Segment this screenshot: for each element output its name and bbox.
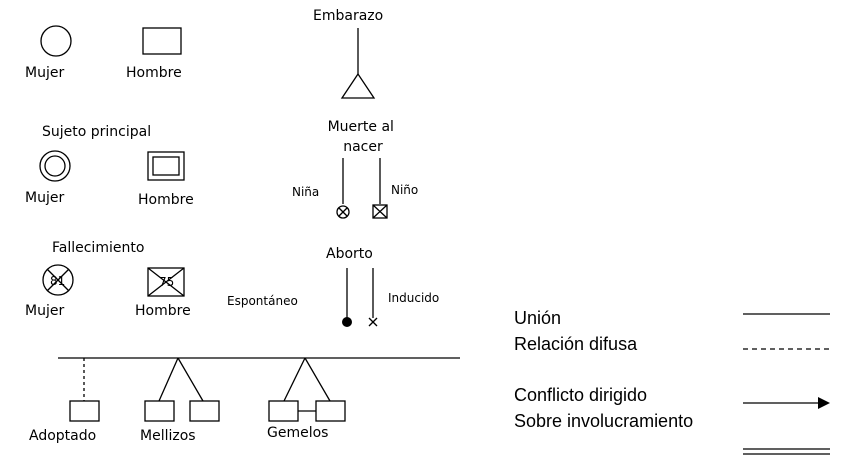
fraternal-twins-right-line bbox=[177, 357, 204, 402]
legend-diffuse-label: Relación difusa bbox=[514, 334, 638, 354]
identical-twins-right-line bbox=[304, 357, 331, 402]
fraternal-twins-left-line bbox=[158, 357, 179, 402]
principal-female-label: Mujer bbox=[25, 190, 64, 206]
deceased-title: Fallecimiento bbox=[52, 240, 144, 256]
female-label: Mujer bbox=[25, 65, 64, 81]
abortion-title: Aborto bbox=[326, 246, 373, 262]
stillbirth-title-line-2: nacer bbox=[343, 139, 383, 155]
identical-twins-left-line bbox=[283, 357, 306, 402]
principal-male-inner bbox=[152, 156, 180, 176]
fraternal-twin-1 bbox=[144, 400, 175, 422]
stillbirth-boy-symbol bbox=[372, 204, 388, 219]
stillbirth-title-line-1: Muerte al bbox=[328, 119, 394, 135]
deceased-female-age: 81 bbox=[50, 274, 65, 288]
legend-overinvolvement-label: Sobre involucramiento bbox=[514, 411, 693, 431]
legend-union-label: Unión bbox=[514, 308, 561, 328]
stillbirth-girl-label: Niña bbox=[292, 185, 319, 199]
stillbirth-boy-cross-2 bbox=[372, 204, 388, 219]
stillbirth-girl-symbol bbox=[336, 205, 350, 219]
deceased-female-label: Mujer bbox=[25, 303, 64, 319]
principal-title: Sujeto principal bbox=[42, 124, 151, 140]
principal-female-outer bbox=[39, 150, 71, 182]
stillbirth-girl-cross-2 bbox=[338, 207, 348, 217]
fraternal-twins-label: Mellizos bbox=[140, 428, 196, 444]
principal-female-inner bbox=[44, 155, 66, 177]
deceased-female-symbol bbox=[42, 264, 74, 296]
adopted-label: Adoptado bbox=[29, 428, 96, 444]
identical-twin-1 bbox=[268, 400, 299, 422]
deceased-male-cross-2 bbox=[147, 267, 185, 297]
induced-label: Inducido bbox=[388, 291, 439, 305]
adopted-symbol bbox=[69, 400, 100, 422]
spontaneous-dot bbox=[342, 317, 352, 327]
pregnancy-title: Embarazo bbox=[313, 8, 383, 24]
identical-twin-2 bbox=[315, 400, 346, 422]
induced-cross-2 bbox=[368, 317, 378, 327]
legend-arrow-head bbox=[818, 397, 830, 409]
deceased-male-symbol bbox=[147, 267, 185, 297]
male-symbol bbox=[142, 27, 182, 55]
principal-male-outer bbox=[147, 151, 185, 181]
male-label: Hombre bbox=[126, 65, 182, 81]
female-symbol bbox=[40, 25, 72, 57]
identical-twins-label: Gemelos bbox=[267, 425, 328, 441]
pregnancy-triangle bbox=[340, 72, 376, 99]
deceased-female-cross-2 bbox=[46, 268, 70, 292]
deceased-male-age: 75 bbox=[159, 275, 174, 289]
legend-directed-conflict-label: Conflicto dirigido bbox=[514, 385, 647, 405]
deceased-male-label: Hombre bbox=[135, 303, 191, 319]
stillbirth-boy-label: Niño bbox=[391, 183, 418, 197]
spontaneous-label: Espontáneo bbox=[227, 294, 298, 308]
fraternal-twin-2 bbox=[189, 400, 220, 422]
principal-male-label: Hombre bbox=[138, 192, 194, 208]
stillbirth-title: Muerte al nacer bbox=[328, 119, 399, 155]
